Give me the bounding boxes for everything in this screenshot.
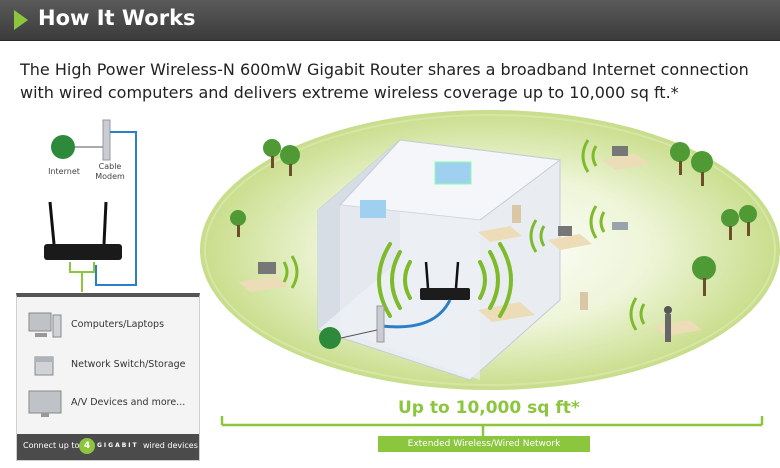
trees [230, 139, 757, 296]
section-title: How It Works [38, 6, 196, 30]
laptop-top-right [602, 146, 650, 170]
wifi-signal-center [377, 242, 513, 318]
device-row-computers: Computers/Laptops [17, 309, 199, 343]
device-label-computers: Computers/Laptops [71, 319, 165, 330]
gigabit-text: GIGABIT [97, 442, 139, 449]
computer-icon [28, 312, 62, 338]
modem-icon [102, 119, 111, 161]
coverage-bracket [220, 416, 764, 436]
switch-icon [34, 356, 54, 376]
section-header: How It Works [0, 0, 780, 41]
laptop-mid [548, 226, 592, 250]
device-row-switch: Network Switch/Storage [17, 349, 199, 383]
internet-globe-icon [51, 135, 75, 159]
device-label-switch: Network Switch/Storage [71, 359, 186, 370]
device-label-av: A/V Devices and more... [71, 397, 186, 408]
wired-devices-panel: Computers/Laptops Network Switch/Storage… [16, 293, 200, 461]
connect-suffix: wired devices [143, 441, 198, 450]
modem-label: Cable Modem [95, 162, 125, 181]
play-arrow-icon [14, 10, 28, 30]
coverage-label: Up to 10,000 sq ft* [398, 398, 580, 418]
router-center [420, 261, 470, 300]
monitor-icon [28, 390, 62, 417]
port-count-badge: 4 [79, 438, 95, 454]
connect-prefix: Connect up to [23, 441, 80, 450]
left-topology [44, 119, 137, 292]
intro-text: The High Power Wireless-N 600mW Gigabit … [20, 60, 749, 102]
network-label: Extended Wireless/Wired Network [378, 436, 590, 452]
connect-bar: Connect up to 4 GIGABIT wired devices [17, 434, 199, 460]
device-row-av: A/V Devices and more... [17, 387, 199, 421]
laptop-left [238, 262, 288, 292]
router-icon [44, 244, 122, 260]
internet-label: Internet [48, 167, 80, 176]
